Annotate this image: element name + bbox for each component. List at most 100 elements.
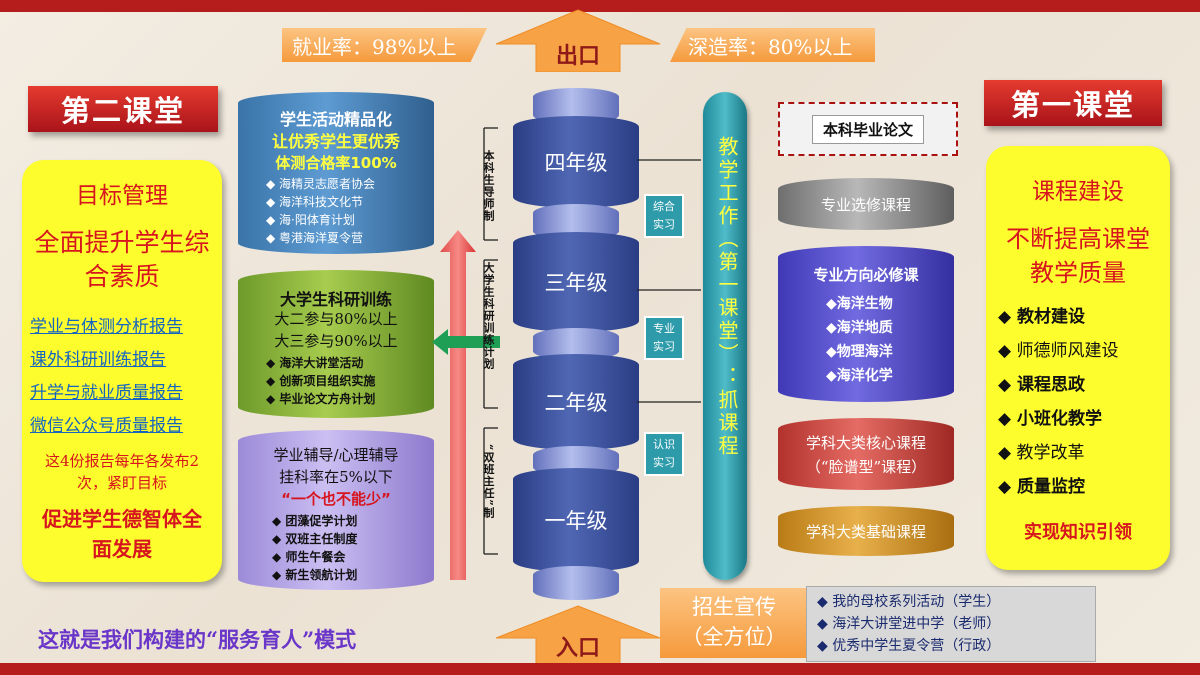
report-link-wechat[interactable]: 微信公众号质量报告 (30, 416, 183, 436)
required-item: ◆物理海洋 (826, 344, 893, 360)
further-study-text: 深造率：80%以上 (688, 34, 853, 59)
practice-tag-line: 实习 (653, 218, 675, 231)
report-links: 学业与体测分析报告 课外科研训练报告 升学与就业质量报告 微信公众号质量报告 (30, 312, 183, 444)
fitness-rate: 体测合格率100% (275, 154, 397, 172)
bottom-red-bar (0, 663, 1200, 675)
activity-item: ◆ 粤港海洋夏令营 (266, 231, 364, 245)
report-link-research[interactable]: 课外科研训练报告 (30, 350, 166, 370)
report-link-study[interactable]: 学业与体测分析报告 (30, 317, 183, 337)
basic-course-cylinder: 学科大类基础课程 (778, 506, 954, 556)
basic-course-label: 学科大类基础课程 (805, 522, 926, 541)
sophomore-rate: 大二参与80%以上 (274, 310, 398, 328)
employment-rate-text: 就业率：98%以上 (292, 34, 457, 59)
junior-rate: 大三参与90%以上 (274, 332, 398, 350)
grade-2-label: 二年级 (544, 391, 608, 415)
core-course-title: 学科大类核心课程 (805, 434, 926, 452)
tutoring-list: ◆ 团藻促学计划 ◆ 双班主任制度 ◆ 师生午餐会 ◆ 新生领航计划 (272, 512, 357, 584)
course-item-ethics: ◆ 师德师风建设 (998, 341, 1119, 361)
tutoring-item: ◆ 师生午餐会 (272, 550, 346, 564)
tutoring-item: ◆ 团藻促学计划 (272, 514, 358, 528)
activity-item: ◆ 海洋科技文化节 (266, 195, 364, 209)
first-classroom-panel: 课程建设 不断提高课堂教学质量 ◆ 教材建设 ◆ 师德师风建设 ◆ 课程思政 ◆… (986, 146, 1170, 570)
recruit-title: 招生宣传 (692, 595, 776, 619)
required-list: ◆海洋生物 ◆海洋地质 ◆物理海洋 ◆海洋化学 (826, 292, 893, 388)
practice-tag-line: 认识 (653, 438, 675, 451)
grade-3-label: 三年级 (544, 271, 608, 295)
grade-2: 二年级 (513, 354, 639, 450)
practice-tag-line: 专业 (653, 322, 675, 335)
research-item: ◆ 创新项目组织实施 (266, 374, 376, 388)
first-classroom-title-text: 第一课堂 (1010, 88, 1135, 122)
course-build-list: ◆ 教材建设 ◆ 师德师风建设 ◆ 课程思政 ◆ 小班化教学 ◆ 教学改革 ◆ … (998, 300, 1118, 504)
core-course-subtitle: （“脸谱型”课程） (805, 458, 927, 476)
thesis-label: 本科毕业论文 (811, 114, 924, 144)
practice-tag-line: 综合 (653, 200, 675, 213)
left-arrow-icon (432, 329, 500, 355)
top-red-bar (0, 0, 1200, 12)
recruit-banner: 招生宣传 （全方位） (660, 588, 808, 658)
growth-arrow-icon (440, 230, 476, 580)
required-title: 专业方向必修课 (813, 266, 919, 284)
activity-list: ◆ 海精灵志愿者协会 ◆ 海洋科技文化节 ◆ 海·阳体育计划 ◆ 粤港海洋夏令营 (266, 175, 375, 247)
recruit-list-box: ◆ 我的母校系列活动（学生） ◆ 海洋大讲堂进中学（老师） ◆ 优秀中学生夏令营… (806, 586, 1096, 662)
teaching-work-bar: 教学工作（第一课堂）：抓课程 (703, 92, 747, 580)
course-item-small-class: ◆ 小班化教学 (998, 409, 1102, 429)
course-item-ideology: ◆ 课程思政 (998, 375, 1085, 395)
research-training-cylinder: 大学生科研训练 大二参与80%以上 大三参与90%以上 ◆ 海洋大讲堂活动 ◆ … (238, 270, 434, 418)
practice-connectors (637, 159, 701, 403)
required-item: ◆海洋生物 (826, 296, 893, 312)
student-activity-cylinder: 学生活动精品化 让优秀学生更优秀 体测合格率100% ◆ 海精灵志愿者协会 ◆ … (238, 92, 434, 254)
employment-rate-banner: 就业率：98%以上 (282, 28, 487, 62)
recruit-item: ◆ 我的母校系列活动（学生） (817, 594, 1001, 610)
tutoring-cylinder: 学业辅导/心理辅导 挂科率在5%以下 “一个也不能少” ◆ 团藻促学计划 ◆ 双… (238, 430, 434, 590)
research-plan-label: 大学生科研训练计划 (482, 262, 495, 370)
exit-arrow: 出口 (494, 8, 662, 73)
course-subheading: 不断提高课堂教学质量 (1006, 225, 1150, 287)
practice-tag-line: 实习 (653, 456, 675, 469)
second-classroom-panel: 目标管理 全面提升学生综合素质 学业与体测分析报告 课外科研训练报告 升学与就业… (22, 160, 222, 582)
research-item: ◆ 海洋大讲堂活动 (266, 356, 364, 370)
recruit-item: ◆ 海洋大讲堂进中学（老师） (817, 616, 1001, 632)
practice-tag-cognitive: 认识 实习 (644, 432, 684, 476)
mentor-system-label: 本科生导师制 (482, 150, 495, 222)
course-item-quality: ◆ 质量监控 (998, 477, 1085, 497)
required-cylinder: 专业方向必修课 ◆海洋生物 ◆海洋地质 ◆物理海洋 ◆海洋化学 (778, 246, 954, 402)
grade-4-label: 四年级 (544, 151, 608, 175)
grade-1-label: 一年级 (544, 509, 608, 533)
second-classroom-title-text: 第二课堂 (60, 94, 185, 128)
thesis-box: 本科毕业论文 (778, 102, 958, 156)
activity-item: ◆ 海精灵志愿者协会 (266, 177, 376, 191)
elective-cylinder: 专业选修课程 (778, 178, 954, 230)
report-note: 这4份报告每年各发布2次，紧盯目标 (44, 452, 200, 492)
tutoring-title: 学业辅导/心理辅导 (273, 446, 399, 464)
recruit-item: ◆ 优秀中学生夏令营（行政） (817, 638, 1001, 654)
activity-subtitle: 让优秀学生更优秀 (271, 132, 400, 151)
grade-1: 一年级 (513, 468, 639, 572)
first-classroom-title: 第一课堂 (984, 80, 1162, 126)
research-title: 大学生科研训练 (279, 290, 392, 309)
activity-title: 学生活动精品化 (279, 110, 392, 129)
service-model-slogan: 这就是我们构建的“服务育人”模式 (38, 627, 357, 652)
teaching-work-text: 教学工作（第一课堂）：抓课程 (715, 136, 739, 458)
tutoring-item: ◆ 新生领航计划 (272, 568, 358, 582)
second-classroom-title: 第二课堂 (28, 86, 218, 132)
practice-tag-comprehensive: 综合 实习 (644, 194, 684, 238)
further-study-banner: 深造率：80%以上 (670, 28, 875, 62)
recruit-list: ◆ 我的母校系列活动（学生） ◆ 海洋大讲堂进中学（老师） ◆ 优秀中学生夏令营… (817, 591, 1085, 657)
exit-label: 出口 (555, 43, 600, 69)
entry-label: 入口 (555, 635, 600, 661)
grade-4: 四年级 (513, 116, 639, 208)
bracket-lines (483, 127, 498, 555)
course-item-textbook: ◆ 教材建设 (998, 307, 1085, 327)
research-item: ◆ 毕业论文方舟计划 (266, 392, 376, 406)
tutoring-item: ◆ 双班主任制度 (272, 532, 358, 546)
entry-arrow: 入口 (494, 604, 662, 669)
grade-3: 三年级 (513, 232, 639, 332)
report-link-employment[interactable]: 升学与就业质量报告 (30, 383, 183, 403)
dual-advisor-label: “双班主任”制 (482, 444, 495, 519)
activity-item: ◆ 海·阳体育计划 (266, 213, 355, 227)
practice-tag-professional: 专业 实习 (644, 316, 684, 360)
course-heading: 课程建设 (1032, 179, 1124, 205)
recruit-subtitle: （全方位） (681, 625, 787, 649)
no-one-left-behind: “一个也不能少” (281, 490, 391, 508)
